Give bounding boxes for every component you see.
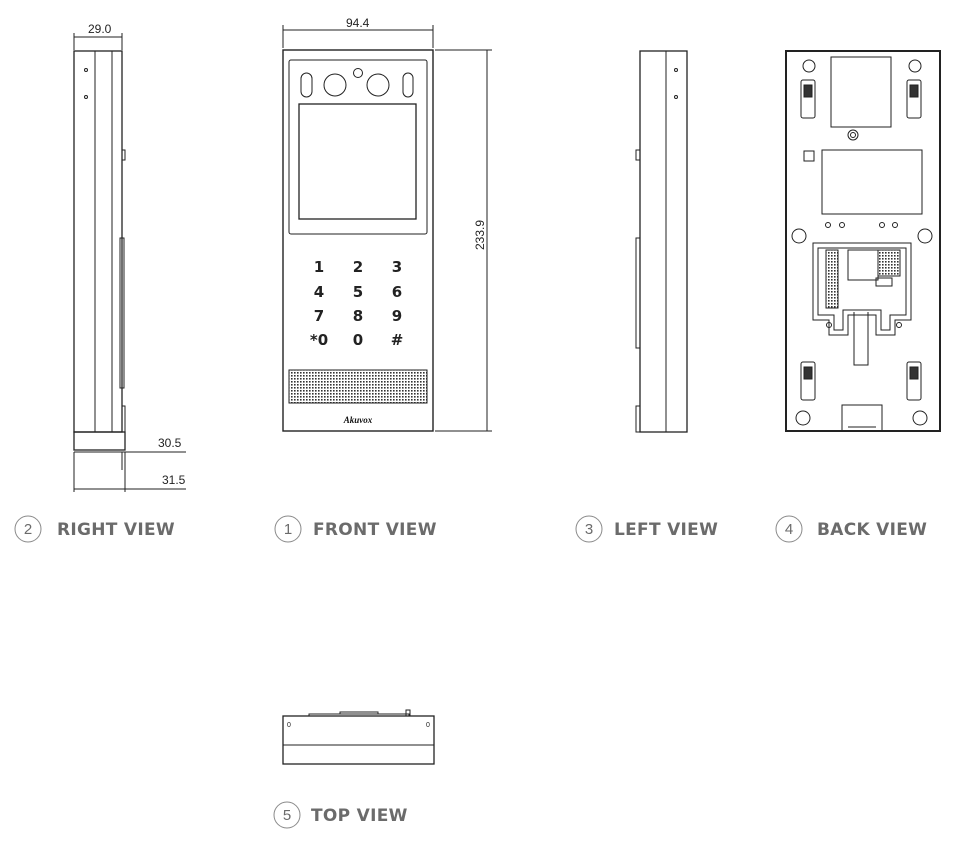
dim-front-height: 233.9 bbox=[473, 220, 487, 250]
front-view bbox=[282, 25, 492, 432]
key-8: 8 bbox=[353, 307, 363, 325]
key-5: 5 bbox=[353, 283, 363, 301]
label-number: 2 bbox=[24, 521, 32, 538]
label-text: RIGHT VIEW bbox=[57, 520, 175, 540]
key-0: 0 bbox=[353, 331, 363, 349]
right-view bbox=[73, 33, 186, 492]
dim-depth-a: 30.5 bbox=[158, 436, 182, 450]
key-6: 6 bbox=[392, 283, 402, 301]
dim-depth-b: 31.5 bbox=[162, 473, 186, 487]
dim-side-width: 29.0 bbox=[88, 22, 112, 36]
key-star-0: *0 bbox=[310, 331, 328, 349]
top-view-mark-left: 0 bbox=[287, 722, 291, 729]
key-3: 3 bbox=[392, 258, 402, 276]
back-view bbox=[785, 50, 941, 432]
label-text: TOP VIEW bbox=[311, 806, 408, 826]
left-view bbox=[635, 50, 688, 433]
label-number: 3 bbox=[585, 521, 593, 538]
key-4: 4 bbox=[314, 283, 324, 301]
top-view bbox=[282, 709, 435, 765]
label-left-view: 3 LEFT VIEW bbox=[575, 515, 718, 543]
keypad: 1 2 3 4 5 6 7 8 9 *0 0 # bbox=[310, 258, 403, 349]
dim-front-width: 94.4 bbox=[346, 16, 370, 30]
label-back-view: 4 BACK VIEW bbox=[775, 515, 927, 543]
label-right-view: 2 RIGHT VIEW bbox=[14, 515, 175, 543]
label-text: BACK VIEW bbox=[817, 520, 927, 540]
label-number: 4 bbox=[785, 521, 793, 538]
label-front-view: 1 FRONT VIEW bbox=[274, 515, 437, 543]
key-9: 9 bbox=[392, 307, 402, 325]
label-number: 5 bbox=[283, 807, 291, 824]
brand-logo: Akuvox bbox=[343, 415, 373, 425]
key-2: 2 bbox=[353, 258, 363, 276]
key-7: 7 bbox=[314, 307, 324, 325]
label-number: 1 bbox=[284, 521, 292, 538]
label-text: FRONT VIEW bbox=[313, 520, 437, 540]
label-top-view: 5 TOP VIEW bbox=[273, 801, 408, 829]
top-view-mark-right: 0 bbox=[426, 722, 430, 729]
key-hash: # bbox=[391, 331, 404, 349]
label-text: LEFT VIEW bbox=[614, 520, 718, 540]
key-1: 1 bbox=[314, 258, 324, 276]
